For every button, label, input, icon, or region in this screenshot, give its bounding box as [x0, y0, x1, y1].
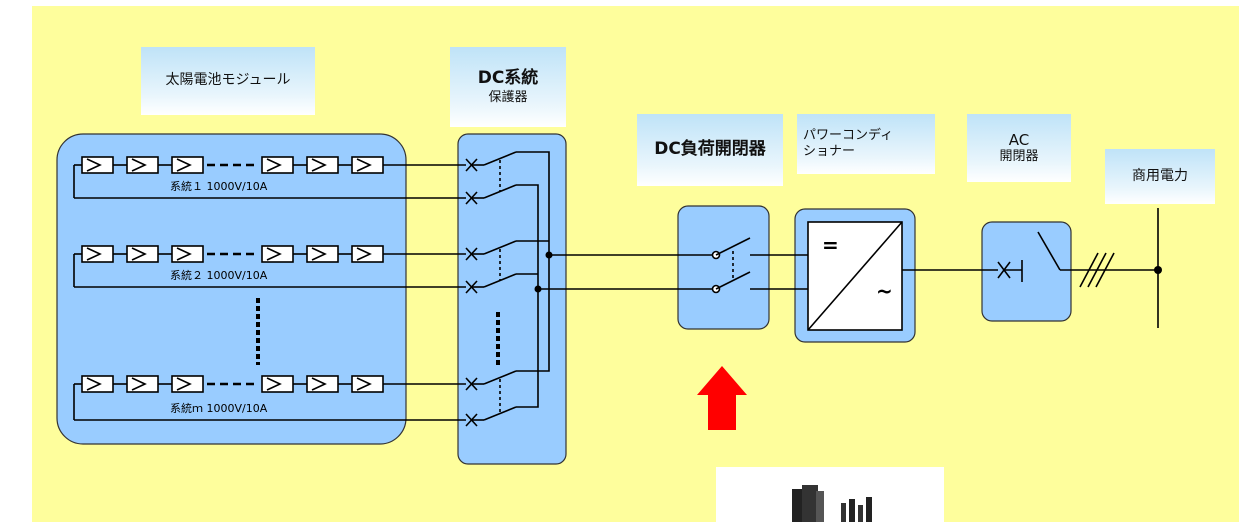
- pcs-ac-symbol: ~: [876, 279, 893, 303]
- solar-panel: [306, 375, 339, 393]
- solar-module-label: 太陽電池モジュール: [141, 47, 315, 115]
- solar-panel: [261, 375, 294, 393]
- string-m: [73, 375, 466, 421]
- connector-photo-icon: [792, 485, 872, 522]
- solar-panel: [171, 156, 204, 174]
- solar-module-label-text: 太陽電池モジュール: [165, 72, 291, 89]
- dc-breakers: [465, 151, 517, 427]
- dc-protector-label-line1: DC系統: [477, 68, 539, 89]
- solar-panel: [351, 245, 384, 263]
- solar-panel: [81, 156, 114, 174]
- solar-panel: [306, 156, 339, 174]
- dc-protector-label-line2: 保護器: [488, 89, 528, 105]
- pcs-label: パワーコンディ ショナー: [797, 114, 935, 174]
- solar-panel: [171, 375, 204, 393]
- ac-switch-label-line2: 開閉器: [999, 149, 1039, 165]
- pcs-dc-symbol: =: [822, 233, 839, 257]
- solar-panel: [351, 375, 384, 393]
- pcs-label-line1: パワーコンディ: [803, 127, 894, 143]
- ac-switch-label: AC 開閉器: [967, 114, 1071, 182]
- pcs-label-line2: ショナー: [803, 144, 856, 159]
- solar-panel: [126, 245, 159, 263]
- red-up-arrow-icon: [697, 366, 747, 430]
- string-1-label: 系統１ 1000V/10A: [170, 179, 268, 193]
- dc-load-switch-box: [677, 205, 770, 330]
- string-2: [73, 245, 466, 288]
- dc-protector-label: DC系統 保護器: [450, 47, 566, 127]
- solar-panel: [126, 156, 159, 174]
- solar-panel: [81, 375, 114, 393]
- solar-panel: [126, 375, 159, 393]
- solar-panel: [171, 245, 204, 263]
- ac-switch-label-line1: AC: [1008, 130, 1030, 149]
- dc-load-switch-label-text: DC負荷開閉器: [654, 139, 766, 160]
- solar-panel: [261, 245, 294, 263]
- dc-protector-box: [457, 133, 567, 465]
- string-m-label: 系統ｍ 1000V/10A: [170, 401, 268, 415]
- product-photo: [716, 467, 944, 522]
- dc-load-switch-label: DC負荷開閉器: [637, 114, 783, 186]
- solar-panel: [306, 245, 339, 263]
- solar-module-box: [56, 133, 407, 445]
- string-1: [73, 156, 466, 199]
- solar-panel: [81, 245, 114, 263]
- grid-label: 商用電力: [1105, 149, 1215, 204]
- grid-label-text: 商用電力: [1132, 167, 1188, 184]
- solar-panel: [261, 156, 294, 174]
- ac-switch-box: [981, 221, 1072, 322]
- string-2-label: 系統２ 1000V/10A: [170, 268, 268, 282]
- dc-load-switch-symbol: [711, 237, 808, 294]
- solar-panel: [351, 156, 384, 174]
